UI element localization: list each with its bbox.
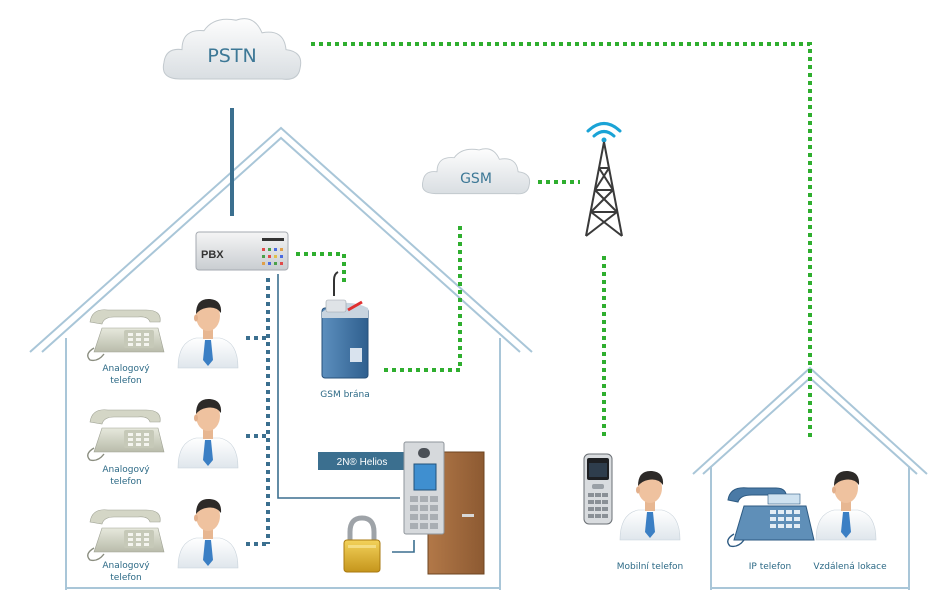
blue-dotted-links [246, 278, 270, 546]
main-house-outline [29, 126, 533, 590]
ip-phone-label: IP telefon [749, 562, 791, 572]
analog-phone-3-label-line1: Analogový [102, 561, 150, 571]
lock-intercom-line [392, 540, 415, 553]
remote-person-icon [815, 470, 877, 541]
analog-phone-2-label-line2: telefon [110, 477, 141, 487]
desk-phone-icon [87, 309, 165, 362]
intercom-label-bg [318, 452, 406, 470]
mobile-label: Mobilní telefon [617, 562, 684, 572]
antenna-tower-icon [585, 122, 623, 237]
gsm-label: GSM [460, 171, 492, 187]
person-icon [177, 298, 239, 369]
person-icon [177, 498, 239, 569]
analog-phone-3 [87, 498, 239, 569]
gateway-gsm-link [384, 222, 462, 372]
remote-location-label: Vzdálená lokace [813, 562, 887, 572]
intercom-device-icon [403, 441, 445, 535]
pstn-remote-link [311, 42, 812, 438]
analog-phone-2-label-line1: Analogový [102, 465, 150, 475]
pbx-device-icon [195, 231, 289, 271]
green-dotted-links [296, 42, 812, 440]
person-icon [177, 398, 239, 469]
thin-links [277, 274, 415, 553]
analog-phone-1 [87, 298, 239, 369]
gsm-gateway-label: GSM brána [320, 390, 369, 400]
analog-phone-3-label-line2: telefon [110, 573, 141, 583]
analog-phone-2 [87, 398, 239, 469]
padlock-icon [343, 515, 381, 573]
mobile-phone-icon [583, 453, 613, 525]
pbx-gateway-link [296, 252, 346, 286]
pbx-intercom-line [277, 274, 400, 499]
analog-phone-1-label-line1: Analogový [102, 364, 150, 374]
intercom-label: 2N® Helios [337, 457, 388, 468]
pstn-label: PSTN [207, 45, 256, 67]
mobile-person-icon [619, 470, 681, 541]
analog-phone-1-label-line2: telefon [110, 376, 141, 386]
desk-phone-icon [87, 509, 165, 562]
pbx-label: PBX [201, 249, 224, 261]
gsm-gateway-icon [321, 271, 369, 379]
desk-phone-icon [87, 409, 165, 462]
ip-phone-icon [727, 487, 815, 548]
